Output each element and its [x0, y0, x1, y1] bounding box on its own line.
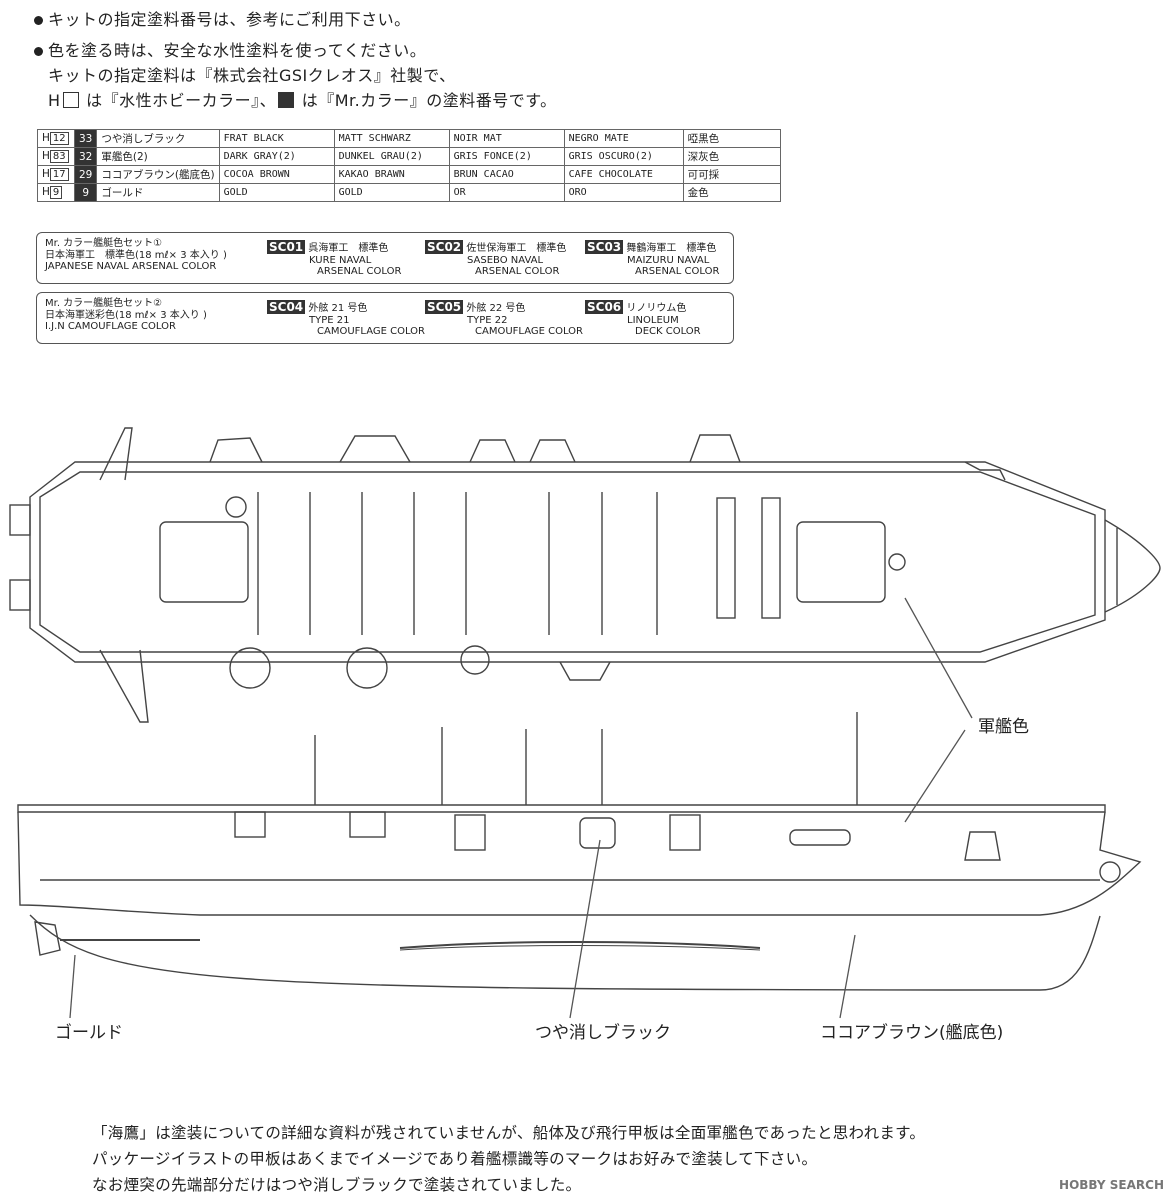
color-name-japanese: 外舷 21 号色: [308, 303, 368, 314]
color-name-english-2: CAMOUFLAGE COLOR: [317, 326, 425, 337]
callout-gunkan-color: 軍艦色: [978, 717, 1029, 737]
paint-name-japanese: つや消しブラック: [96, 129, 220, 148]
color-name-english: MAIZURU NAVAL: [627, 254, 710, 266]
aft-elevator: [159, 521, 249, 603]
chrysanthemum-emblem: [1099, 861, 1121, 883]
carrier-side-view: [17, 712, 1142, 991]
color-code-badge: SC04: [267, 300, 306, 314]
color-name-english-2: CAMOUFLAGE COLOR: [475, 326, 583, 337]
set1-title: Mr. カラー艦艇色セット①: [45, 238, 163, 249]
set1-subtitle: 日本海軍工 標準色(18 mℓ× 3 本入り ): [45, 249, 227, 261]
color-name-english-2: ARSENAL COLOR: [475, 266, 560, 277]
color-name-english-2: ARSENAL COLOR: [635, 266, 720, 277]
color-name-english: KURE NAVAL: [309, 254, 372, 266]
note-line-1: キットの指定塗料番号は、参考にご利用下さい。: [34, 6, 411, 30]
color-name-japanese: リノリウム色: [626, 303, 687, 314]
waterline: [29, 914, 1101, 991]
paint-name-german: GOLD: [333, 183, 450, 202]
hull-outline: [17, 811, 1142, 916]
callout-flat-black: つや消しブラック: [535, 1023, 671, 1043]
set2-title: Mr. カラー艦艇色セット②: [45, 298, 163, 309]
paint-name-chinese: 啞黒色: [682, 129, 781, 148]
color-set-1-box: Mr. カラー艦艇色セット① 日本海軍工 標準色(18 mℓ× 3 本入り ) …: [36, 232, 734, 284]
carrier-top-view: [9, 427, 1161, 723]
color-name-japanese: 外舷 22 号色: [466, 303, 526, 314]
leader-lines: [69, 597, 973, 1019]
bow-outline: [1104, 519, 1161, 613]
bullet-icon: [34, 47, 43, 56]
flight-deck-outline: [29, 461, 1106, 663]
color-name-english-2: DECK COLOR: [635, 326, 701, 337]
paint-name-chinese: 金色: [682, 183, 781, 202]
set2-english-title: I.J.N CAMOUFLAGE COLOR: [45, 321, 176, 332]
color-name-english-2: ARSENAL COLOR: [317, 266, 402, 277]
color-name-english: TYPE 22: [467, 314, 508, 326]
color-code-badge: SC03: [585, 240, 624, 254]
mr-color-code: 29: [73, 165, 98, 184]
mr-color-code: 9: [73, 183, 98, 202]
bullet-icon: [34, 16, 43, 25]
paint-name-japanese: ゴールド: [96, 183, 220, 202]
color-code-badge: SC06: [585, 300, 624, 314]
flight-deck-side: [17, 804, 1106, 813]
black-square-icon: [278, 92, 295, 108]
funnel-top-view: [99, 427, 133, 481]
flight-deck-inner: [39, 471, 1096, 653]
color-name-english: SASEBO NAVAL: [467, 254, 544, 266]
note-line-4: H は『水性ホビーカラー』、 は『Mr.カラー』の塗料番号です。: [48, 91, 557, 110]
color-code-badge: SC02: [425, 240, 464, 254]
set1-english-title: JAPANESE NAVAL ARSENAL COLOR: [45, 261, 217, 272]
mr-color-code: 32: [73, 147, 98, 166]
color-set-2-box: Mr. カラー艦艇色セット② 日本海軍迷彩色(18 mℓ× 3 本入り ) I.…: [36, 292, 734, 344]
paint-name-english: GOLD: [218, 183, 335, 202]
deck-circle: [225, 496, 247, 518]
callout-gold: ゴールド: [55, 1023, 123, 1043]
watermark: HOBBY SEARCH: [1059, 1178, 1164, 1192]
color-code-badge: SC05: [425, 300, 464, 314]
white-square-icon: [62, 92, 79, 108]
footer-line-1: 「海鷹」は塗装についての詳細な資料が残されていませんが、船体及び飛行甲板は全面軍…: [92, 1124, 926, 1142]
color-name-japanese: 佐世保海軍工 標準色: [466, 243, 567, 254]
callout-cocoa-brown: ココアブラウン(艦底色): [820, 1023, 1004, 1043]
color-name-english: LINOLEUM: [627, 314, 679, 326]
color-code-badge: SC01: [267, 240, 306, 254]
mr-color-code: 33: [73, 129, 98, 148]
footer-line-3: なお煙突の先端部分だけはつや消しブラックで塗装されていました。: [92, 1176, 582, 1194]
set2-subtitle: 日本海軍迷彩色(18 mℓ× 3 本入り ): [45, 309, 207, 321]
fore-elevator: [796, 521, 886, 603]
paint-name-japanese: ココアブラウン(艦底色): [96, 165, 220, 184]
rudder: [34, 921, 61, 956]
color-name-japanese: 呉海軍工 標準色: [308, 243, 389, 254]
note-line-3: キットの指定塗料は『株式会社GSIクレオス』社製で、: [48, 66, 456, 85]
note-line-2: 色を塗る時は、安全な水性塗料を使ってください。: [34, 37, 426, 61]
footer-line-2: パッケージイラストの甲板はあくまでイメージであり着艦標識等のマークはお好みで塗装…: [92, 1150, 818, 1168]
color-name-english: TYPE 21: [309, 314, 350, 326]
color-name-japanese: 舞鶴海軍工 標準色: [626, 243, 717, 254]
